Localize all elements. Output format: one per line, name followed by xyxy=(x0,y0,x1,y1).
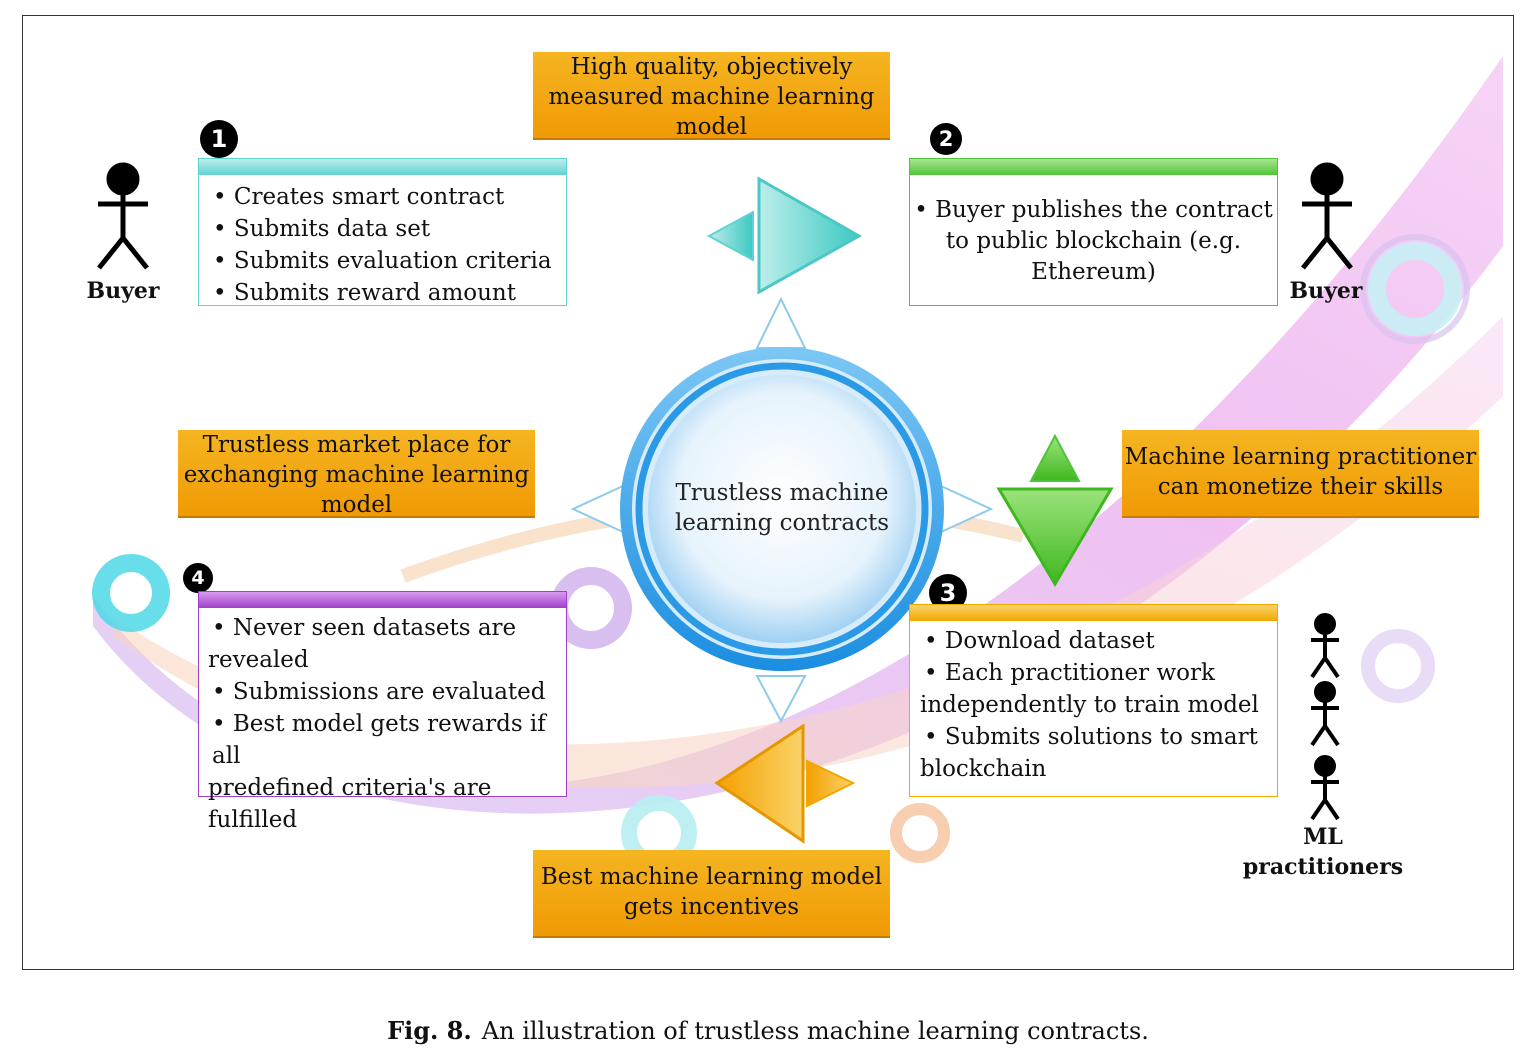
step-1-item: • Creates smart contract xyxy=(213,184,505,210)
buyer-right-figure xyxy=(1301,162,1353,270)
hub-label-line: Trustless machine xyxy=(675,480,889,506)
step-4-line: • Best model gets rewards if all xyxy=(212,711,546,769)
practitioner-figures xyxy=(1310,613,1340,821)
callout-practitioner-monetize: Machine learning practitioner can moneti… xyxy=(1122,430,1479,518)
callout-line: model xyxy=(320,492,393,518)
caption-label: Fig. 8. xyxy=(387,1016,472,1045)
step-4-header-bar xyxy=(199,592,566,608)
callout-line: model xyxy=(675,114,748,140)
callout-line: exchanging machine learning xyxy=(183,462,530,488)
practitioners-label: ML practitioners xyxy=(1233,822,1413,882)
callout-line: measured machine learning xyxy=(548,84,875,110)
callout-high-quality-model: High quality, objectively measured machi… xyxy=(533,52,890,140)
step-1-item: • Submits reward amount xyxy=(213,280,516,306)
step-3-line: independently to train model xyxy=(920,692,1259,718)
step-3-header-bar xyxy=(910,605,1277,621)
step-4-line: • Never seen datasets are xyxy=(212,615,517,641)
callout-trustless-market: Trustless market place for exchanging ma… xyxy=(178,430,535,518)
step-3-line: • Submits solutions to smart xyxy=(924,724,1258,750)
callout-best-model-incentives: Best machine learning model gets incenti… xyxy=(533,850,890,938)
step-1-header-bar xyxy=(199,159,566,175)
figure-frame: High quality, objectively measured machi… xyxy=(22,15,1514,970)
step-2-header-bar xyxy=(910,159,1277,175)
step-4-badge: 4 xyxy=(183,563,213,593)
step-1-box: • Creates smart contract • Submits data … xyxy=(198,158,567,306)
callout-line: High quality, objectively xyxy=(570,54,853,80)
callout-line: Trustless market place for xyxy=(202,432,511,458)
step-4-line: predefined criteria's are fulfilled xyxy=(208,775,492,833)
practitioners-label-line: ML xyxy=(1303,824,1343,850)
step-4-line: revealed xyxy=(208,647,309,673)
buyer-left-figure xyxy=(97,162,149,270)
step-2-line: • Buyer publishes the contract xyxy=(914,197,1273,223)
hub-label: Trustless machine learning contracts xyxy=(643,478,921,538)
buyer-left-label: Buyer xyxy=(86,278,160,304)
hub-label-line: learning contracts xyxy=(674,510,890,536)
practitioners-label-line: practitioners xyxy=(1242,854,1404,880)
step-3-box: • Download dataset • Each practitioner w… xyxy=(909,604,1278,797)
callout-line: Best machine learning model xyxy=(540,864,883,890)
step-4-box: • Never seen datasets are revealed • Sub… xyxy=(198,591,567,833)
callout-line: can monetize their skills xyxy=(1157,474,1444,500)
step-2-box: • Buyer publishes the contract to public… xyxy=(909,158,1278,306)
step-2-line: to public blockchain (e.g. xyxy=(945,228,1242,254)
caption-text: An illustration of trustless machine lea… xyxy=(481,1017,1149,1045)
callout-line: gets incentives xyxy=(623,894,800,920)
step-1-item: • Submits evaluation criteria xyxy=(213,248,552,274)
step-1-item: • Submits data set xyxy=(213,216,431,242)
step-3-line: blockchain xyxy=(920,756,1047,782)
step-3-line: • Download dataset xyxy=(924,628,1155,654)
callout-line: Machine learning practitioner xyxy=(1124,444,1477,470)
step-3-line: • Each practitioner work xyxy=(924,660,1215,686)
step-2-badge: 2 xyxy=(930,123,962,155)
step-1-badge: 1 xyxy=(200,120,238,158)
figure-caption: Fig. 8. An illustration of trustless mach… xyxy=(0,1016,1536,1045)
step-2-line: Ethereum) xyxy=(1031,259,1156,285)
step-4-line: • Submissions are evaluated xyxy=(212,679,546,705)
buyer-right-label: Buyer xyxy=(1289,278,1363,304)
